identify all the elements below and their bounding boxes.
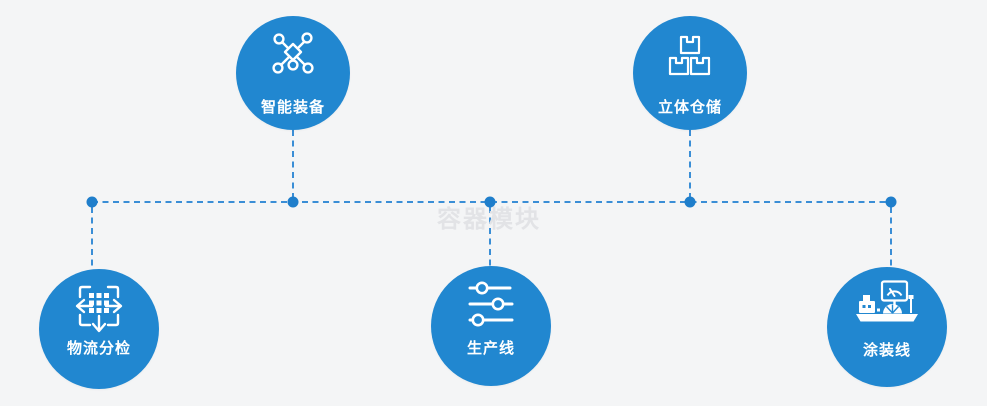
network-nodes-icon [269,29,317,77]
stacked-boxes-icon [668,34,712,78]
node-label: 智能装备 [260,98,325,116]
junction-dot [86,196,98,208]
node-label: 涂装线 [862,341,911,359]
sliders-icon [467,280,515,328]
node-production-line[interactable]: 生产线 [431,266,551,386]
node-label: 生产线 [466,339,515,357]
junction-dot [484,196,496,208]
junction-dot [287,196,299,208]
junction-dot [684,196,696,208]
node-coating-line[interactable]: 涂装线 [827,267,947,387]
watermark: 容器模块 [437,205,541,233]
junction-dot [885,196,897,208]
node-logistics-sorting[interactable]: 物流分检 [39,269,159,389]
node-label: 立体仓储 [657,98,722,116]
sorting-crosshair-icon [71,280,127,336]
node-smart-equipment[interactable]: 智能装备 [236,16,350,130]
node-label: 物流分检 [66,339,131,357]
node-stereoscopic-warehouse[interactable]: 立体仓储 [633,16,747,130]
machine-monitor-icon [855,280,919,326]
